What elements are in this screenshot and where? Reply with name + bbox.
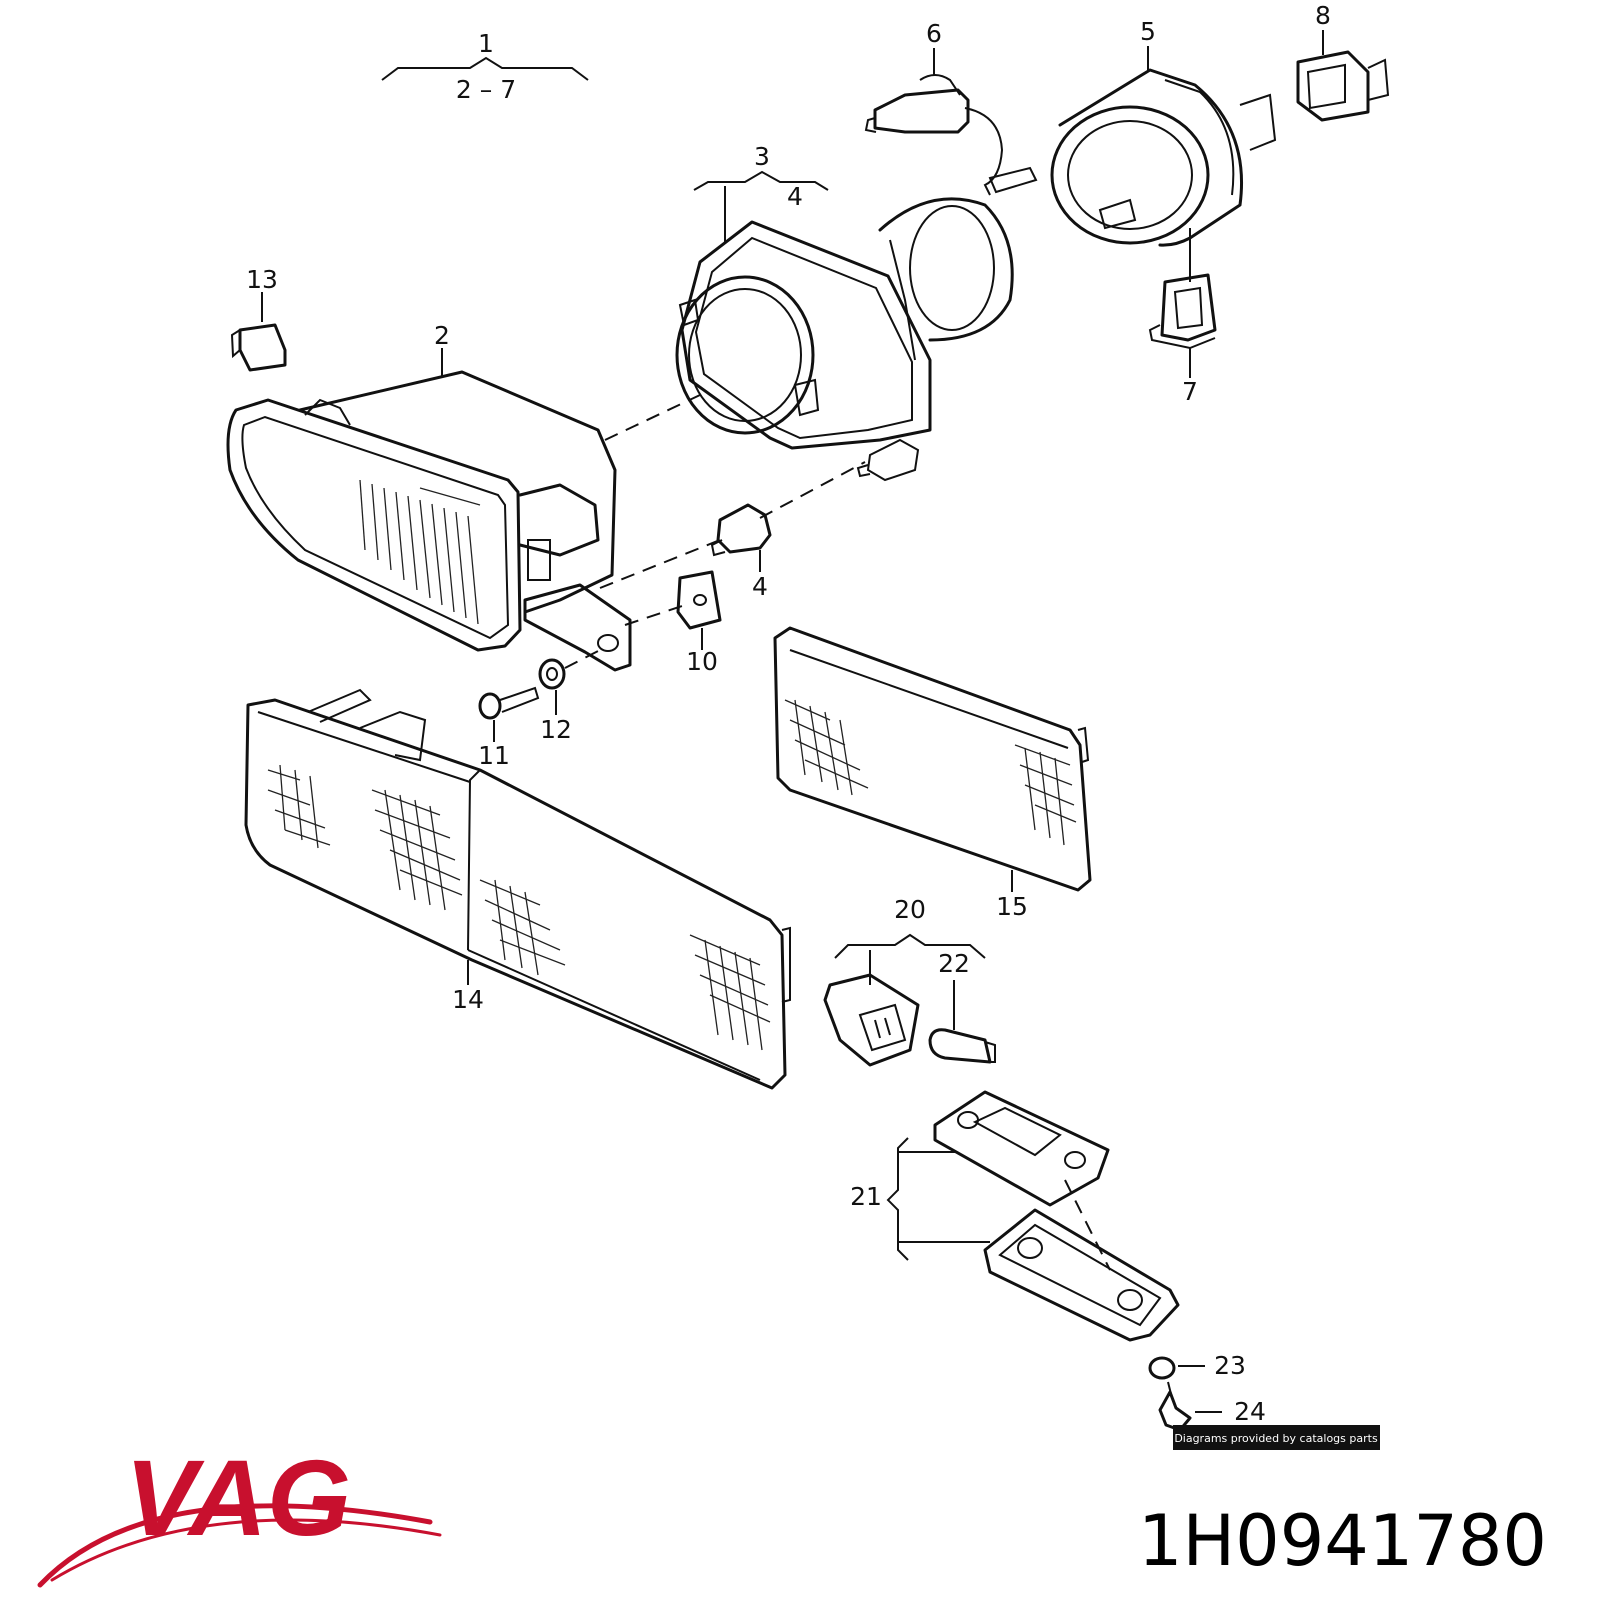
part-2-fog-light-housing: 2	[226, 321, 632, 672]
part-15-blank-cover: 15	[773, 626, 1092, 921]
callout-5: 5	[1140, 17, 1156, 46]
callout-10: 10	[686, 647, 718, 676]
callout-2: 2	[434, 321, 450, 350]
callout-14: 14	[452, 985, 484, 1014]
grille-hatching	[267, 764, 771, 1051]
part-21-license-lamp: 21	[850, 1090, 1180, 1342]
watermark: Diagrams provided by catalogs parts	[1173, 1425, 1380, 1450]
callout-8: 8	[1315, 1, 1331, 30]
part-10-clip-nut: 10	[676, 570, 722, 676]
part-13-clip: 13	[230, 265, 287, 372]
callout-20: 20	[894, 895, 926, 924]
vag-logo: VAG	[37, 1437, 442, 1588]
callout-3: 3	[754, 142, 770, 171]
part-12-washer: 12	[538, 658, 572, 744]
callout-1-range: 2 – 7	[456, 75, 516, 104]
lens-hatching	[359, 479, 481, 625]
part-7-clip: 7	[1148, 228, 1217, 406]
part-5-bulb-holder: 5	[1050, 17, 1277, 247]
callout-1: 1	[478, 29, 494, 58]
callout-1-group: 1 2 – 7	[381, 29, 589, 104]
cover-hatching	[784, 699, 1077, 846]
callout-21: 21	[850, 1182, 882, 1211]
part-14-grille-insert: 14	[244, 688, 791, 1090]
part-11-screw: 11	[478, 686, 540, 770]
assembly-lines	[564, 394, 1111, 1271]
callout-24: 24	[1234, 1397, 1266, 1426]
callout-13: 13	[246, 265, 278, 294]
callout-4: 4	[752, 572, 768, 601]
watermark-text: Diagrams provided by catalogs parts	[1174, 1432, 1378, 1445]
part-8-connector: 8	[1296, 1, 1390, 122]
callout-1-bracket	[381, 56, 589, 81]
part-23-washer: 23	[1148, 1351, 1246, 1380]
part-3-reflector: 3 4	[675, 142, 1014, 450]
callout-23: 23	[1214, 1351, 1246, 1380]
callout-6: 6	[926, 19, 942, 48]
callout-22: 22	[938, 949, 970, 978]
callout-11: 11	[478, 741, 510, 770]
part-20-bulb-socket: 20	[823, 895, 986, 1067]
part-4-bulb: 4	[710, 438, 920, 601]
callout-12: 12	[540, 715, 572, 744]
vag-logo-text: VAG	[125, 1437, 351, 1558]
callout-7: 7	[1182, 377, 1198, 406]
callout-15: 15	[996, 892, 1028, 921]
callout-3-sub: 4	[787, 182, 803, 211]
part-6-bulb: 6	[864, 19, 1038, 196]
part-24-screw: 24	[1158, 1381, 1266, 1432]
part-number: 1H0941780	[1138, 1500, 1547, 1582]
part-22-bulb: 22	[928, 949, 996, 1064]
